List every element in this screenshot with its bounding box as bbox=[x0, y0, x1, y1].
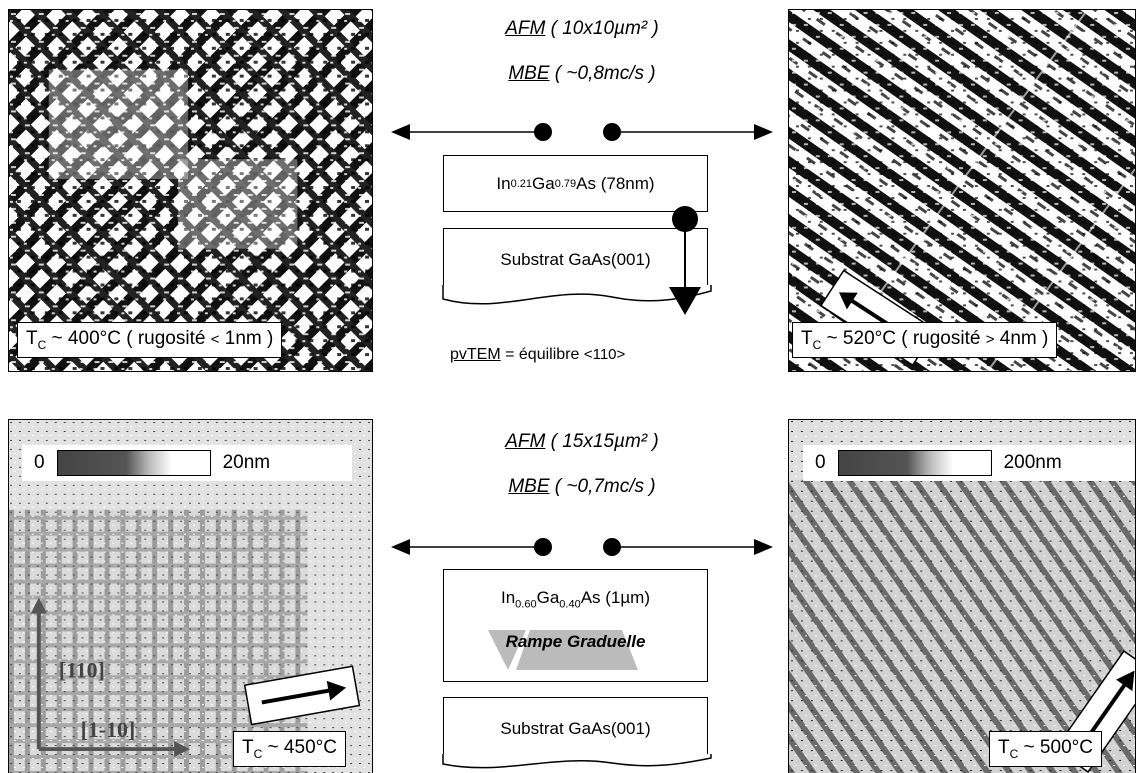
afm-image-top-left: TC ~ 400°C ( rugosité < 1nm ) bbox=[8, 9, 373, 372]
substrate-wavy-edge bbox=[442, 754, 712, 769]
axis-label-1-10: [1-10] bbox=[81, 717, 136, 742]
layer-substrate: Substrat GaAs(001) bbox=[443, 697, 708, 759]
pvtem-caption: pvTEM = équilibre <110> bbox=[450, 346, 626, 363]
afm-image-bottom-left: [110] [1-10] 0 20nm TC ~ 450°C bbox=[8, 419, 373, 773]
bottom-title-afm: AFM ( 15x15µm² ) bbox=[505, 431, 659, 452]
view-direction-arrow bbox=[669, 206, 701, 315]
scale-gradient bbox=[56, 450, 211, 476]
top-title-afm: AFM ( 10x10µm² ) bbox=[505, 18, 659, 39]
afm-texture bbox=[9, 10, 372, 371]
afm-texture bbox=[789, 10, 1135, 371]
layer-graded-ingaas: In0.60Ga0.40As (1µm) Rampe Graduelle bbox=[443, 569, 708, 682]
afm-image-top-right: TC ~ 520°C ( rugosité > 4nm ) bbox=[788, 9, 1136, 372]
axis-label-110: [110] bbox=[59, 657, 105, 682]
temperature-label: TC ~ 400°C ( rugosité < 1nm ) bbox=[17, 322, 283, 358]
top-title-mbe: MBE ( ~0,8mc/s ) bbox=[508, 63, 656, 84]
scale-gradient bbox=[837, 450, 992, 476]
afm-image-bottom-right: 0 200nm TC ~ 500°C bbox=[788, 419, 1136, 773]
temperature-label: TC ~ 450°C bbox=[233, 731, 346, 767]
top-arrows bbox=[391, 123, 773, 141]
graded-ramp-shape bbox=[488, 630, 638, 670]
bottom-arrows bbox=[391, 538, 773, 556]
height-scale: 0 200nm bbox=[803, 445, 1135, 481]
temperature-label: TC ~ 500°C bbox=[989, 731, 1102, 767]
height-scale: 0 20nm bbox=[22, 445, 352, 481]
temperature-label: TC ~ 520°C ( rugosité > 4nm ) bbox=[792, 322, 1058, 358]
layer-substrate: Substrat GaAs(001) bbox=[443, 228, 708, 290]
bottom-title-mbe: MBE ( ~0,7mc/s ) bbox=[508, 476, 656, 497]
layer-composition: In0.60Ga0.40As (1µm) bbox=[500, 588, 650, 611]
ramp-label: Rampe Graduelle bbox=[505, 632, 646, 651]
